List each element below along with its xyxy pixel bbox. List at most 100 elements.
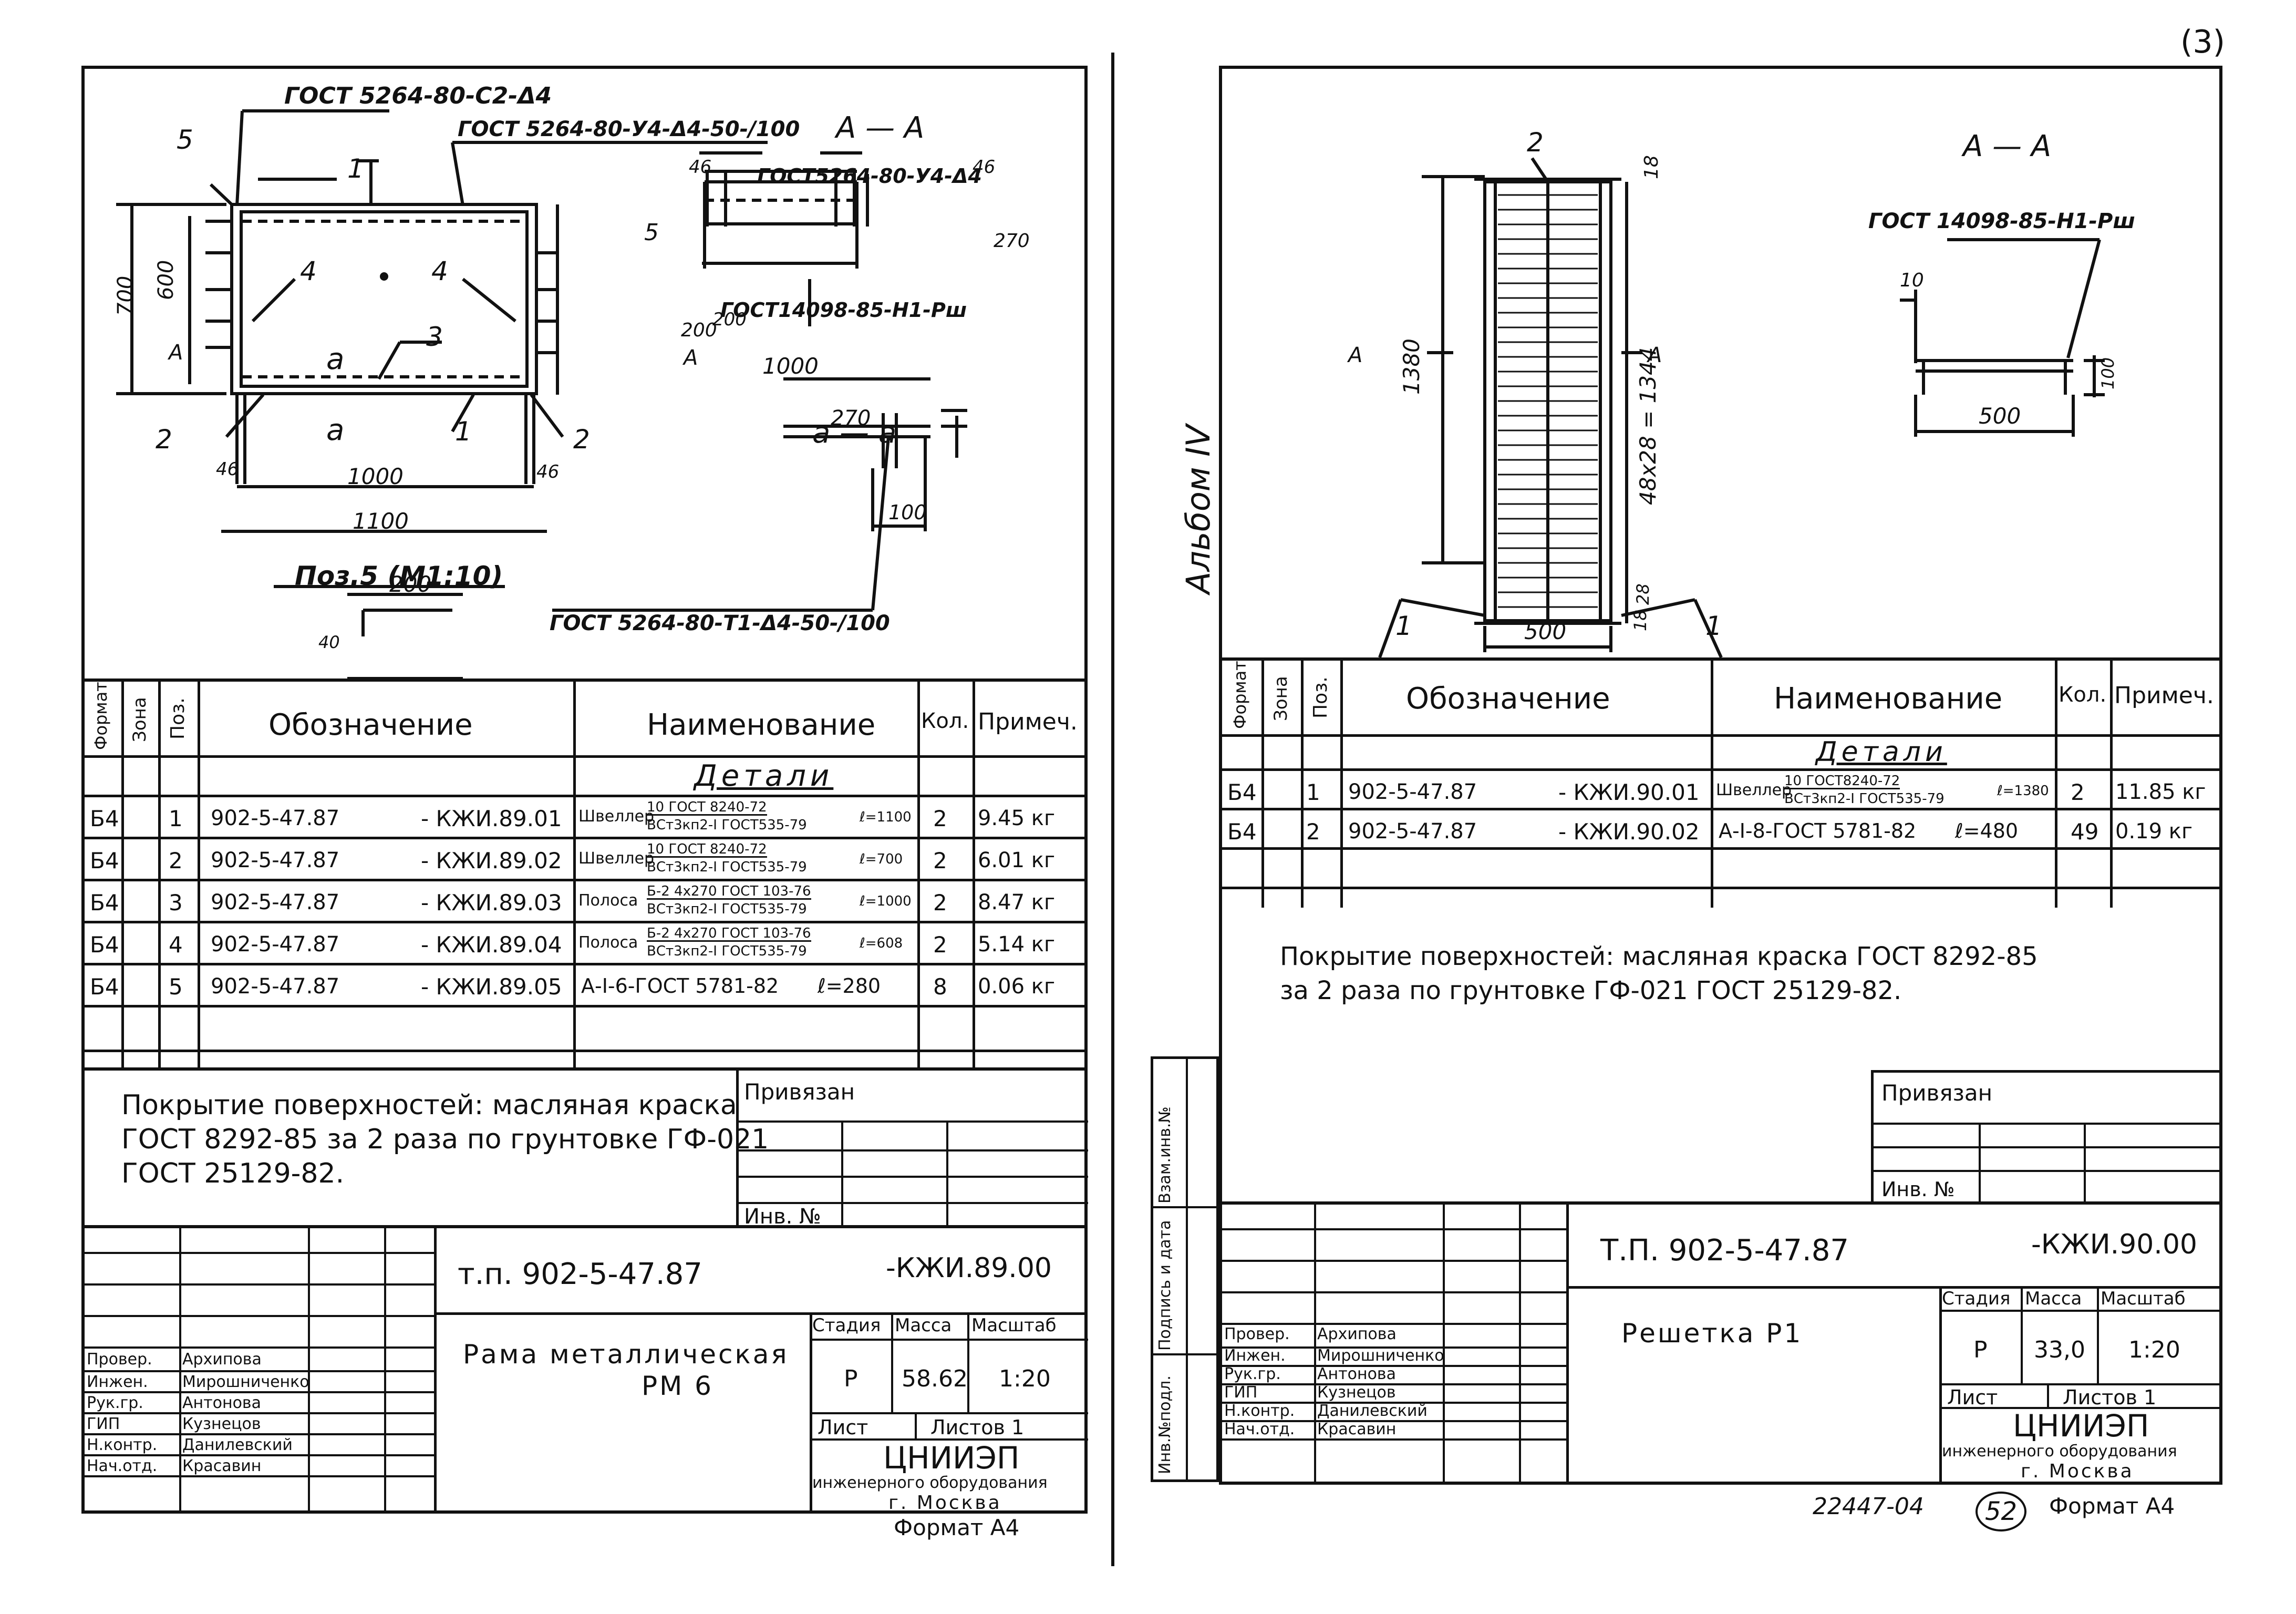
dimension: 500 [1979, 403, 2021, 429]
row-name-denominator: ВСт3кп2-I ГОСТ535-79 [647, 901, 807, 917]
dimension: 1100 [353, 508, 409, 534]
inv-no-label: Инв. № [744, 1205, 821, 1229]
row-note: 5.14 кг [978, 932, 1055, 957]
stamp-label: Взам.инв.№ [1156, 1106, 1174, 1204]
signature-role: Н.контр. [1224, 1402, 1295, 1420]
org-subname: инженерного оборудования [812, 1474, 1048, 1492]
pos-label: 2 [573, 424, 590, 455]
section-aa-label: А — А [1963, 129, 2052, 163]
dimension: 46 [689, 157, 712, 178]
row-pos: 5 [169, 974, 183, 1000]
coating-note-line: ГОСТ 25129-82. [121, 1158, 345, 1189]
scale-header: Масштаб [971, 1315, 1057, 1336]
corner-mark: (3) [2180, 24, 2225, 60]
callout-gost-top2: ГОСТ 5264-80-У4-Δ4-50-/100 [458, 117, 800, 141]
row-name: Швеллер [578, 849, 655, 868]
dimension: 1380 [1399, 338, 1424, 395]
header-pos: Поз. [1310, 676, 1331, 718]
row-pos: 3 [169, 890, 183, 916]
row-mark: - КЖИ.90.01 [1558, 779, 1700, 805]
section-a-small-label: а — а [812, 416, 897, 450]
row-name-numerator: 10 ГОСТ 8240-72 [647, 841, 767, 858]
row-format: Б4 [90, 890, 119, 916]
row-format: Б4 [90, 932, 119, 958]
dimension: 100 [888, 501, 927, 524]
header-qty: Кол. [921, 709, 969, 733]
row-code: 902-5-47.87 [1348, 780, 1477, 804]
dimension: 200 [681, 320, 717, 341]
dimension: 40 [318, 632, 340, 652]
dimension: 18 [1641, 155, 1662, 179]
pos-label: 1 [347, 153, 364, 184]
signature-name: Красавин [1317, 1420, 1397, 1438]
header-name: Наименование [1774, 682, 2003, 716]
row-format: Б4 [1227, 819, 1257, 845]
signature-name: Антонова [1317, 1365, 1396, 1383]
scale-value: 1:20 [999, 1365, 1051, 1392]
dimension: 1000 [347, 464, 404, 489]
pos-label: А [1348, 343, 1363, 367]
format-label: Формат А4 [2049, 1493, 2175, 1519]
header-format: Формат [1230, 661, 1250, 729]
dimension: 10 [1900, 270, 1924, 291]
row-pos: 4 [169, 932, 183, 958]
coating-note-line: за 2 раза по грунтовке ГФ-021 ГОСТ 25129… [1280, 976, 1902, 1005]
stage-header: Стадия [812, 1315, 881, 1336]
pos5-label: Поз.5 (М1:10) [295, 561, 503, 591]
row-code: 902-5-47.87 [211, 974, 340, 999]
dimension: 270 [994, 230, 1030, 252]
pos-label: 3 [426, 322, 443, 352]
row-length: ℓ=1100 [860, 809, 912, 825]
header-note: Примеч. [2114, 682, 2214, 709]
row-qty: 8 [933, 974, 947, 1000]
org-city: г. Москва [2021, 1461, 2134, 1482]
row-name: А-I-6-ГОСТ 5781-82 [581, 974, 779, 998]
left-sheet: ГОСТ 5264-80-С2-Δ4 ГОСТ 5264-80-У4-Δ4-50… [81, 66, 1088, 1539]
header-zone: Зона [129, 697, 150, 742]
project-code: т.п. 902-5-47.87 [458, 1257, 702, 1291]
stage-value: Р [1973, 1337, 1988, 1363]
pos-label: 4 [300, 256, 317, 286]
dimension: 700 [113, 275, 138, 316]
row-pos: 2 [169, 848, 183, 873]
header-note: Примеч. [978, 708, 1078, 735]
page-number: 52 [1976, 1492, 2027, 1531]
sheets-label: Листов 1 [2063, 1386, 2157, 1409]
header-designation: Обозначение [268, 708, 473, 742]
left-drawing [116, 109, 967, 679]
row-qty: 2 [933, 848, 947, 873]
mass-header: Масса [2025, 1288, 2082, 1309]
callout-gost-aa: ГОСТ 14098-85-Н1-Рш [1868, 209, 2135, 233]
header-format: Формат [91, 682, 111, 750]
row-format: Б4 [90, 848, 119, 873]
org-name: ЦНИИЭП [883, 1440, 1020, 1476]
stamp-label: Подпись и дата [1156, 1220, 1174, 1351]
signature-name: Данилевский [1317, 1402, 1428, 1420]
row-format: Б4 [90, 806, 119, 831]
right-drawing [1378, 157, 2105, 657]
signature-name: Мирошниченко [1317, 1346, 1444, 1365]
header-qty: Кол. [2059, 683, 2107, 707]
item-name: РМ 6 [642, 1371, 713, 1401]
dimension: 1000 [762, 353, 819, 379]
callout-gost-top: ГОСТ 5264-80-С2-Δ4 [284, 83, 552, 109]
coating-note-line: Покрытие поверхностей: масляная краска [121, 1089, 737, 1121]
scale-value: 1:20 [2128, 1337, 2180, 1363]
row-note: 0.06 кг [978, 974, 1055, 999]
sheet-label: Лист [818, 1416, 868, 1439]
signature-name: Архипова [1317, 1325, 1397, 1343]
row-qty: 2 [933, 932, 947, 958]
row-name-denominator: ВСт3кп2-I ГОСТ535-79 [1784, 791, 1945, 807]
dimension: 46 [536, 461, 560, 482]
pos-label: 5 [177, 125, 193, 155]
row-mark: - КЖИ.90.02 [1558, 819, 1700, 845]
signature-name: Антонова [182, 1394, 261, 1412]
row-format: Б4 [90, 974, 119, 1000]
pos-label: a [326, 342, 345, 376]
row-mark: - КЖИ.89.03 [421, 890, 562, 916]
inv-no-label: Инв. № [1881, 1178, 1955, 1201]
mass-value: 33,0 [2034, 1337, 2085, 1363]
pos-label: 4 [431, 256, 448, 286]
org-name: ЦНИИЭП [2013, 1408, 2149, 1444]
privyazan-label: Привязан [744, 1079, 855, 1105]
